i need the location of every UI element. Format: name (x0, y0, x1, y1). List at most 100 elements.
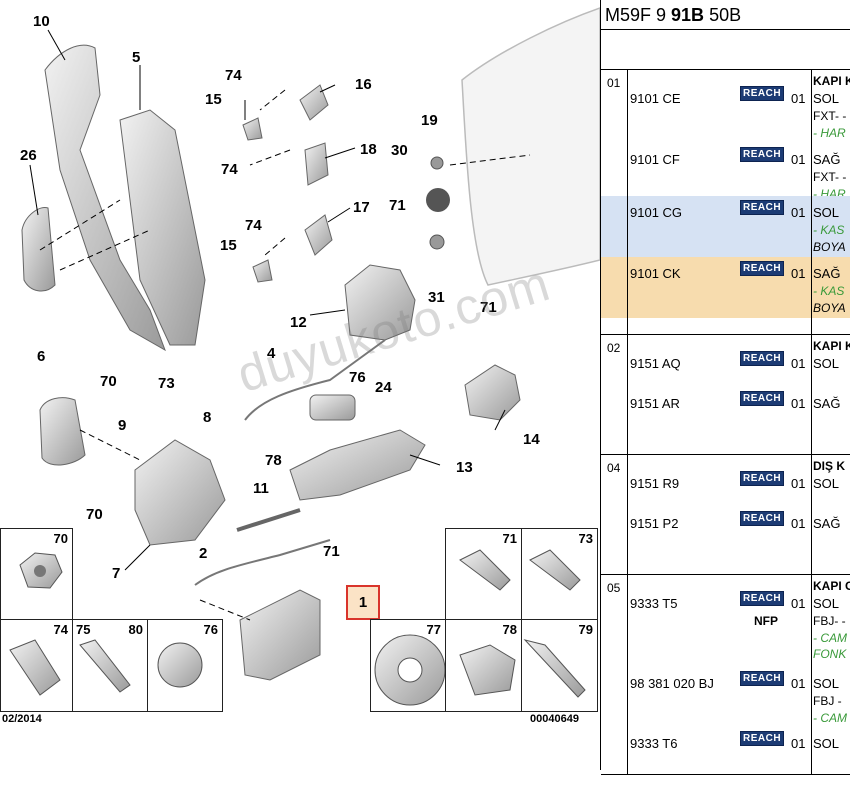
callout-8[interactable]: 8 (203, 409, 212, 426)
column-divider (627, 70, 628, 334)
part-code[interactable]: 9101 CE (630, 91, 681, 106)
table-header: M59F 9 91B 50B (601, 0, 850, 30)
callout-31[interactable]: 31 (428, 289, 445, 306)
callout-30[interactable]: 30 (391, 142, 408, 159)
part-code[interactable]: 9101 CG (630, 205, 683, 220)
callout-2[interactable]: 2 (199, 545, 208, 562)
callout-7[interactable]: 7 (112, 565, 121, 582)
thumb-77[interactable]: 77 (370, 619, 446, 712)
thumb-74-label: 74 (53, 622, 68, 637)
part-12-shape (344, 264, 416, 341)
callout-74b[interactable]: 74 (221, 161, 238, 178)
callout-15a[interactable]: 15 (205, 91, 222, 108)
part-code[interactable]: 9333 T6 (630, 736, 678, 751)
callout-71a[interactable]: 71 (389, 197, 406, 214)
reach-badge: REACH (740, 511, 785, 526)
callout-74c[interactable]: 74 (245, 217, 262, 234)
thumb-75-80[interactable]: 75 80 (72, 619, 148, 712)
callout-19[interactable]: 19 (421, 112, 438, 129)
side-label: SOL (813, 736, 840, 751)
door-panel-shape (461, 7, 600, 286)
thumb-71[interactable]: 71 (445, 528, 522, 620)
quantity: 01 (791, 676, 806, 691)
callout-14[interactable]: 14 (523, 431, 540, 448)
callout-71c[interactable]: 71 (323, 543, 340, 560)
part-6-shape (39, 397, 86, 466)
part-code[interactable]: 9151 R9 (630, 476, 680, 491)
callout-26[interactable]: 26 (20, 147, 37, 164)
callout-70a[interactable]: 70 (100, 373, 117, 390)
thumb-73[interactable]: 73 (521, 528, 598, 620)
reach-badge: REACH (740, 731, 785, 746)
part-11-bolt (236, 508, 301, 532)
callout-11[interactable]: 11 (253, 480, 269, 497)
callout-10[interactable]: 10 (33, 13, 50, 30)
callout-70b[interactable]: 70 (86, 506, 103, 523)
reach-badge: REACH (740, 147, 785, 162)
part-5-shape (119, 109, 206, 346)
callout-5[interactable]: 5 (132, 49, 141, 66)
reach-badge: REACH (740, 200, 785, 215)
part-7-shape (134, 439, 226, 546)
callout-15b[interactable]: 15 (220, 237, 237, 254)
callout-24[interactable]: 24 (375, 379, 392, 396)
callout-13[interactable]: 13 (456, 459, 473, 476)
footer-id: 00040649 (530, 713, 579, 725)
part-code[interactable]: 98 381 020 BJ (630, 676, 714, 691)
part-16-shape (299, 84, 329, 121)
quantity: 01 (791, 516, 806, 531)
thumb-80-screw (79, 639, 131, 693)
callout-1-highlight[interactable]: 1 (346, 585, 380, 620)
thumb-79[interactable]: 79 (521, 619, 598, 712)
part-code[interactable]: 9151 AR (630, 396, 680, 411)
thumb-80-label: 80 (128, 622, 143, 637)
thumb-74-bolt (9, 639, 61, 696)
callout-71b[interactable]: 71 (480, 299, 497, 316)
reach-badge: REACH (740, 351, 785, 366)
callout-76[interactable]: 76 (349, 369, 366, 386)
callout-74a[interactable]: 74 (225, 67, 242, 84)
callout-12[interactable]: 12 (290, 314, 307, 331)
column-divider (627, 455, 628, 574)
part-13-shape (289, 429, 426, 501)
footer-date: 02/2014 (2, 713, 42, 725)
reach-badge: REACH (740, 261, 785, 276)
thumb-76[interactable]: 76 (147, 619, 223, 712)
side-label: SOL (813, 476, 840, 491)
thumb-74[interactable]: 74 (0, 619, 73, 712)
thumb-77-label: 77 (426, 622, 441, 637)
part-code[interactable]: 9101 CF (630, 152, 680, 167)
callout-6[interactable]: 6 (37, 348, 46, 365)
group-number: 02 (607, 341, 621, 355)
callout-18[interactable]: 18 (360, 141, 377, 158)
note-line-2: BOYA (813, 240, 846, 254)
callout-9[interactable]: 9 (118, 417, 127, 434)
part-code[interactable]: 9333 T5 (630, 596, 678, 611)
part-code[interactable]: 9101 CK (630, 266, 681, 281)
thumb-78[interactable]: 78 (445, 619, 522, 712)
callout-16[interactable]: 16 (355, 76, 372, 93)
part-code[interactable]: 9151 AQ (630, 356, 681, 371)
thumb-71-screw (459, 549, 511, 591)
callout-4[interactable]: 4 (267, 345, 276, 362)
thumb-70[interactable]: 70 (0, 528, 73, 620)
part-code[interactable]: 9151 P2 (630, 516, 679, 531)
reach-badge: REACH (740, 86, 785, 101)
callout-73[interactable]: 73 (158, 375, 175, 392)
side-label: SAĞ (813, 152, 841, 167)
callout-17[interactable]: 17 (353, 199, 370, 216)
callout-78[interactable]: 78 (265, 452, 282, 469)
